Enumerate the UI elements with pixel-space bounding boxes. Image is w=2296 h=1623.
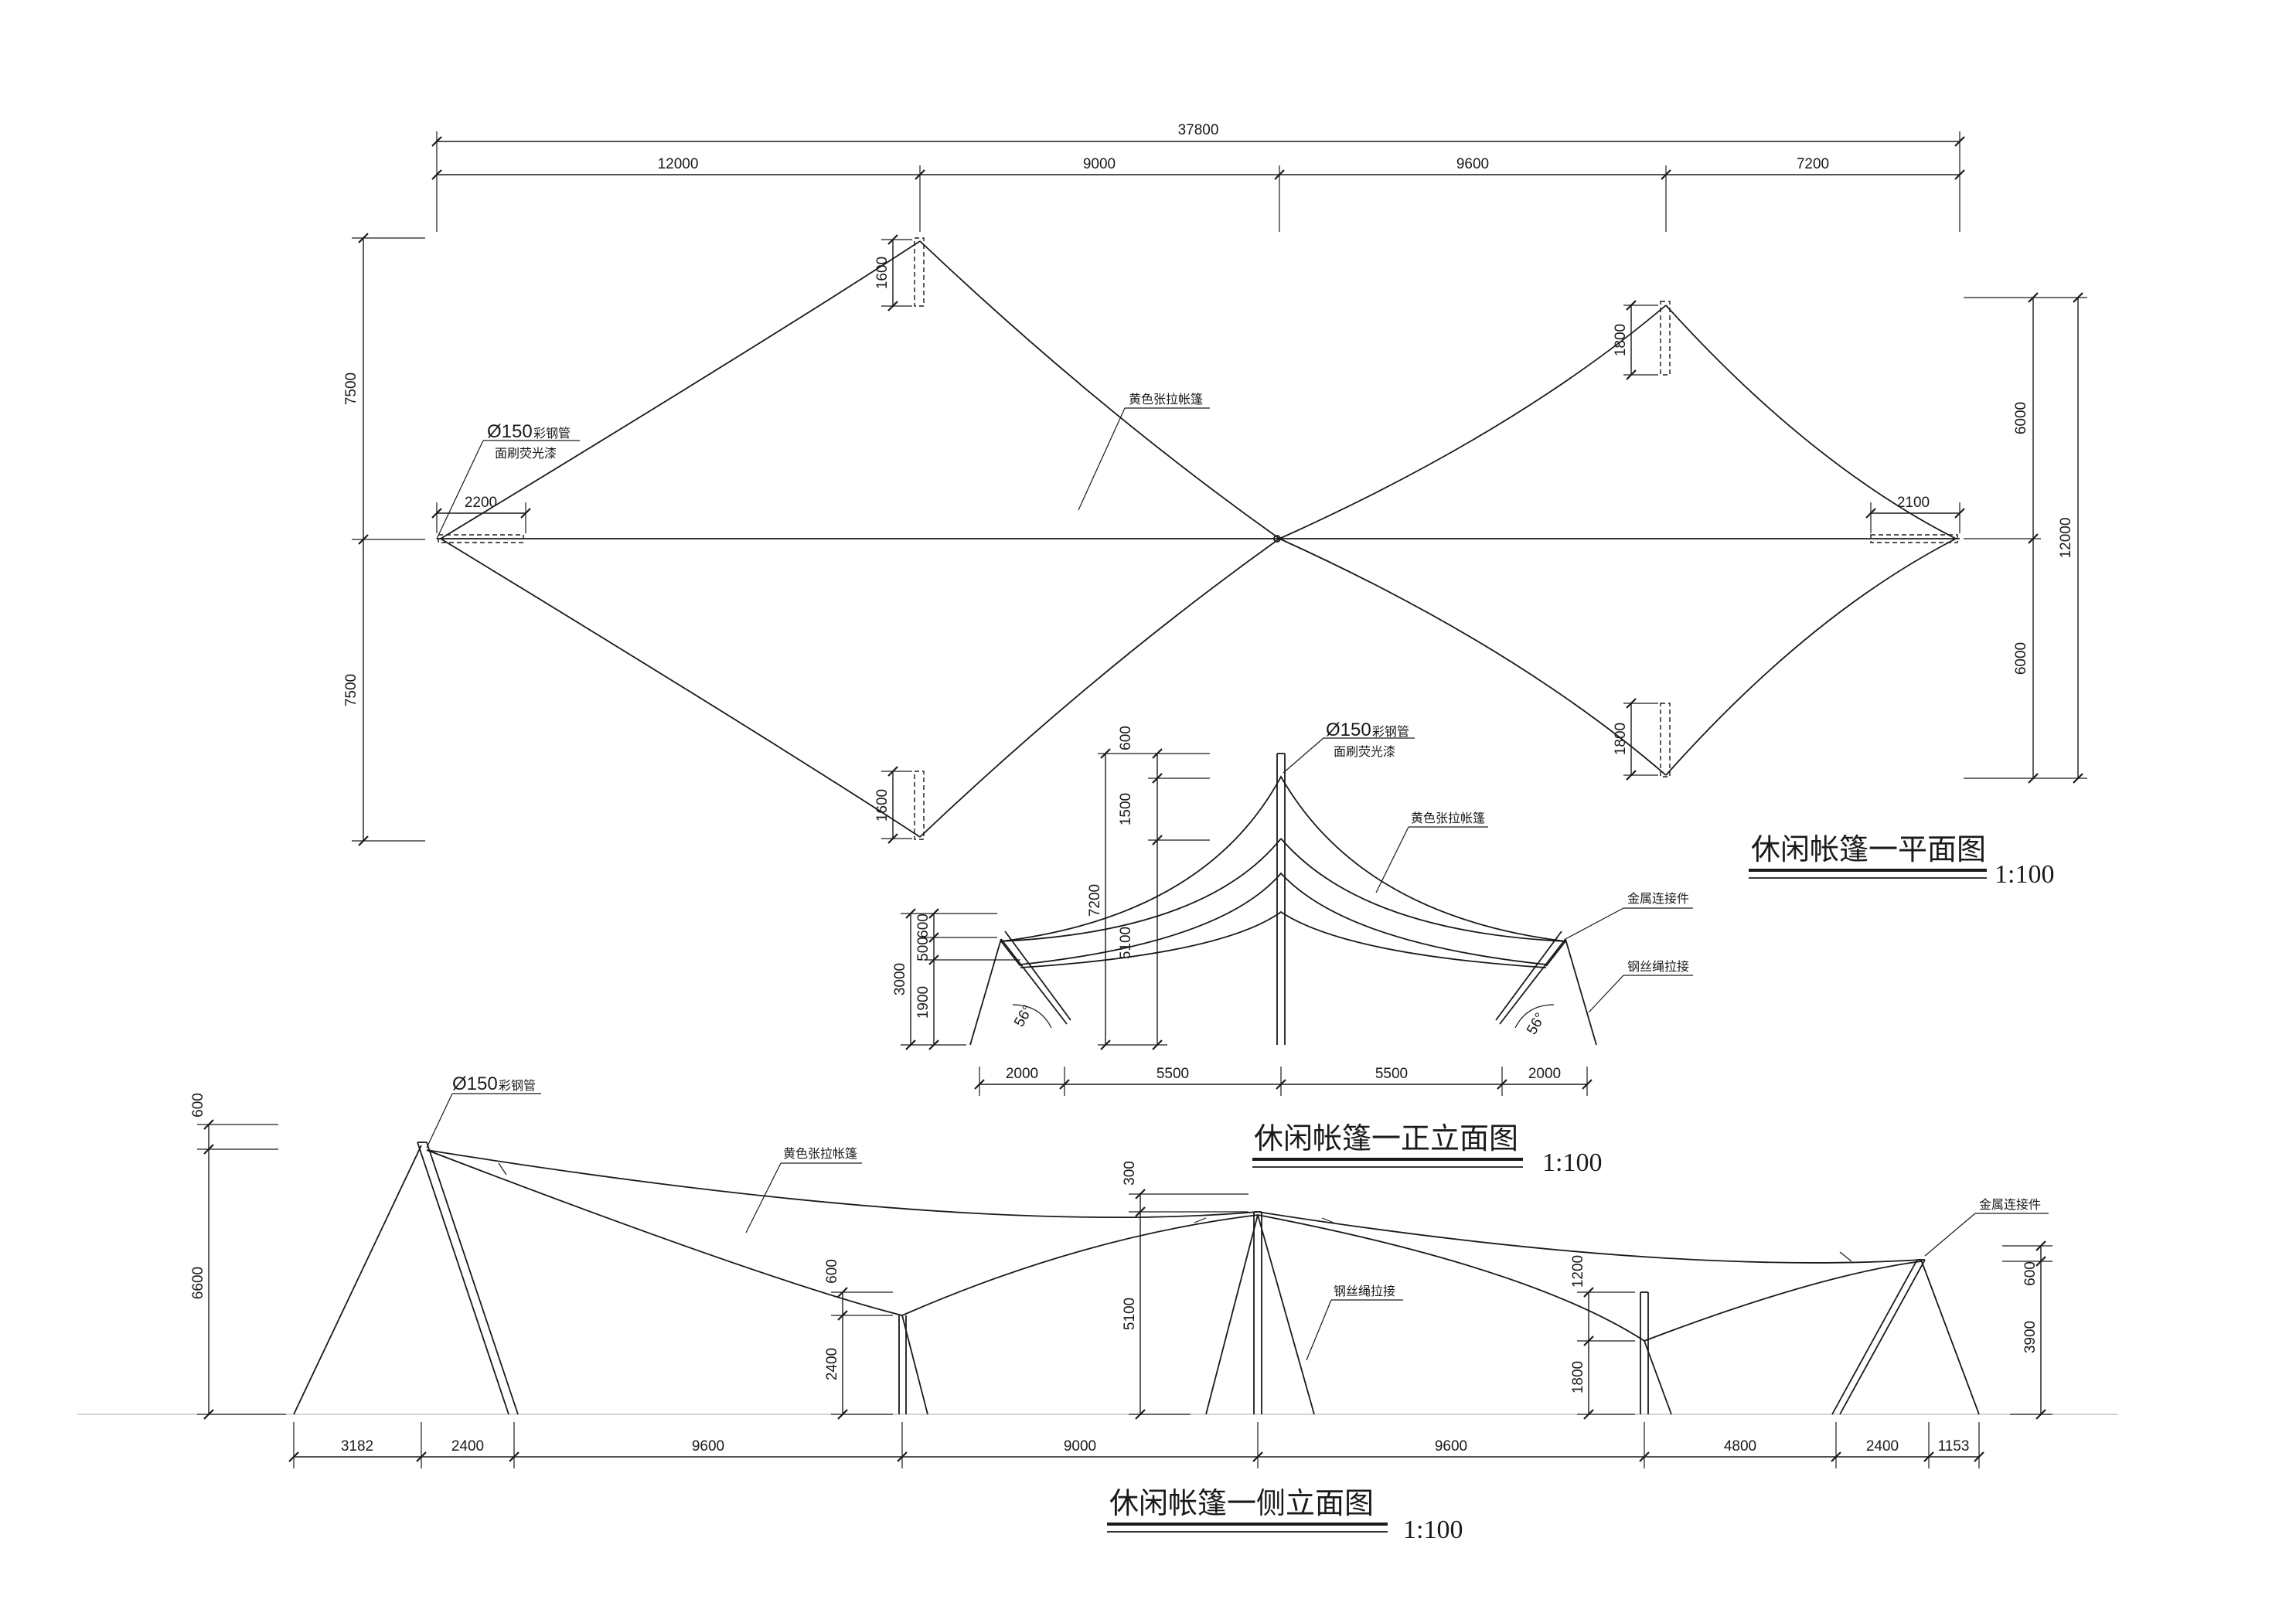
- front-dim-1500: 1500: [1118, 793, 1134, 825]
- side-dim-300: 300: [1122, 1161, 1138, 1186]
- front-bottom-dim-1: 2000: [1006, 1066, 1038, 1082]
- front-dim-l1900: 1900: [915, 986, 932, 1019]
- plan-membrane: [437, 240, 1960, 838]
- side-dim-2400: 2400: [824, 1348, 840, 1380]
- side-bottom-dimensions: 3182 2400 9600 9000 9600 4800 2400 1153: [288, 1422, 1984, 1468]
- front-notes: Ø150 彩钢管 面刷荧光漆 黄色张拉帐篷 金属连接件 钢丝绳拉接: [1283, 720, 1693, 1013]
- plan-scale: 1:100: [1995, 860, 2054, 889]
- side-bottom-dim-5: 9600: [1435, 1438, 1467, 1455]
- side-scale: 1:100: [1403, 1516, 1463, 1544]
- side-dim-600-right: 600: [2022, 1261, 2039, 1286]
- side-cable-note: 钢丝绳拉接: [1334, 1284, 1395, 1298]
- plan-pipe-suffix: 彩钢管: [533, 426, 571, 441]
- front-bottom-dimensions: 2000 5500 5500 2000: [974, 1066, 1593, 1096]
- plan-post-dim-ul: 1600: [874, 257, 891, 289]
- front-dim-l600: 600: [915, 914, 932, 938]
- side-dim-600-left: 600: [190, 1093, 206, 1118]
- front-dim-600: 600: [1118, 726, 1134, 750]
- side-pipe-suffix: 彩钢管: [499, 1078, 536, 1093]
- plan-left-upper-dim: 7500: [343, 373, 359, 405]
- plan-right-upper-dim: 6000: [2013, 402, 2029, 434]
- plan-right-offset: 2100: [1897, 495, 1930, 511]
- front-bottom-dim-3: 5500: [1375, 1066, 1408, 1082]
- plan-post-dim-ll: 1600: [874, 789, 891, 822]
- side-bottom-dim-8: 1153: [1938, 1438, 1970, 1455]
- side-dim-1200: 1200: [1570, 1255, 1586, 1288]
- front-angle-right: 56°: [1524, 1010, 1549, 1037]
- front-connector-note: 金属连接件: [1627, 891, 1689, 906]
- side-dim-1800: 1800: [1570, 1361, 1586, 1393]
- plan-dimension-3: 9600: [1456, 156, 1489, 172]
- front-dim-7200: 7200: [1087, 884, 1103, 917]
- plan-left-lower-dim: 7500: [343, 674, 359, 706]
- plan-title: 休闲帐篷一平面图: [1751, 832, 1986, 866]
- side-post-dimensions: 600 2400 300 5100 1200 1800: [824, 1161, 2052, 1420]
- side-left-dimensions: 600 6600: [190, 1093, 286, 1420]
- plan-top-dimensions: 37800 12000 9000 9600 7200: [431, 122, 1965, 232]
- side-dim-600-post: 600: [824, 1259, 840, 1284]
- plan-title-block: 休闲帐篷一平面图 1:100: [1749, 832, 2054, 889]
- plan-post-dim-lr: 1800: [1613, 723, 1629, 755]
- front-bottom-dim-4: 2000: [1528, 1066, 1561, 1082]
- front-angle-left: 56°: [1011, 1002, 1037, 1029]
- front-title: 休闲帐篷一正立面图: [1254, 1121, 1518, 1155]
- side-bottom-dim-2: 2400: [451, 1438, 484, 1455]
- side-title: 休闲帐篷一侧立面图: [1109, 1486, 1374, 1520]
- front-structure: [969, 753, 1597, 1046]
- front-bottom-dim-2: 5500: [1157, 1066, 1189, 1082]
- plan-post-dim-ur: 1800: [1613, 324, 1629, 356]
- front-paint-note: 面刷荧光漆: [1334, 744, 1395, 759]
- plan-posts: 1600 1600 1800 1800 2200: [431, 234, 1965, 844]
- plan-dimension-2: 9000: [1083, 156, 1116, 172]
- side-dim-5100: 5100: [1122, 1298, 1138, 1330]
- plan-paint-note: 面刷荧光漆: [495, 446, 557, 461]
- plan-total-dimension: 37800: [1178, 122, 1219, 138]
- side-bottom-dim-7: 2400: [1866, 1438, 1899, 1455]
- front-elevation: 600 500 1900 3000 600 1500 7200 5100: [892, 720, 1693, 1177]
- plan-dimension-4: 7200: [1797, 156, 1829, 172]
- side-fabric-note: 黄色张拉帐篷: [783, 1146, 857, 1161]
- plan-dimension-1: 12000: [658, 156, 699, 172]
- front-dim-l500: 500: [915, 937, 932, 961]
- front-dim-l3000: 3000: [892, 963, 908, 995]
- side-pipe-label: Ø150: [452, 1073, 498, 1094]
- plan-left-offset: 2200: [465, 495, 497, 511]
- front-title-block: 休闲帐篷一正立面图 1:100: [1252, 1121, 1602, 1177]
- plan-notes: Ø150 彩钢管 面刷荧光漆 黄色张拉帐篷: [436, 392, 1210, 539]
- plan-right-total-dim: 12000: [2058, 518, 2074, 559]
- front-center-dimensions: 600 1500 7200 5100: [1087, 726, 1210, 1050]
- side-title-block: 休闲帐篷一侧立面图 1:100: [1107, 1486, 1463, 1544]
- front-angles: 56° 56°: [1011, 1002, 1555, 1038]
- side-elevation: 600 6600 600 2400 300 5100: [77, 1073, 2118, 1544]
- front-fabric-note: 黄色张拉帐篷: [1411, 811, 1485, 825]
- side-connector-note: 金属连接件: [1979, 1197, 2041, 1212]
- side-bottom-dim-4: 9000: [1064, 1438, 1096, 1455]
- plan-fabric-note: 黄色张拉帐篷: [1129, 392, 1203, 407]
- side-bottom-dim-6: 4800: [1724, 1438, 1756, 1455]
- plan-view: 37800 12000 9000 9600 7200 7500 7500: [343, 122, 2087, 889]
- front-dim-5100: 5100: [1118, 927, 1134, 959]
- front-scale: 1:100: [1542, 1148, 1602, 1177]
- side-dim-6600: 6600: [190, 1267, 206, 1299]
- front-left-dimensions: 600 500 1900 3000: [892, 908, 1020, 1050]
- side-structure: [293, 1142, 1980, 1415]
- front-cable-note: 钢丝绳拉接: [1627, 959, 1689, 974]
- plan-right-lower-dim: 6000: [2013, 642, 2029, 675]
- front-pipe-suffix: 彩钢管: [1372, 724, 1409, 739]
- front-pipe-label: Ø150: [1326, 720, 1371, 740]
- side-dim-3900: 3900: [2022, 1321, 2039, 1353]
- side-notes: Ø150 彩钢管 黄色张拉帐篷 钢丝绳拉接 金属连接件: [426, 1073, 2049, 1361]
- plan-pipe-label: Ø150: [487, 421, 533, 442]
- side-bottom-dim-1: 3182: [341, 1438, 373, 1455]
- plan-left-dimensions: 7500 7500: [343, 233, 425, 846]
- side-bottom-dim-3: 9600: [692, 1438, 724, 1455]
- plan-right-dimensions: 6000 6000 12000: [1964, 292, 2087, 784]
